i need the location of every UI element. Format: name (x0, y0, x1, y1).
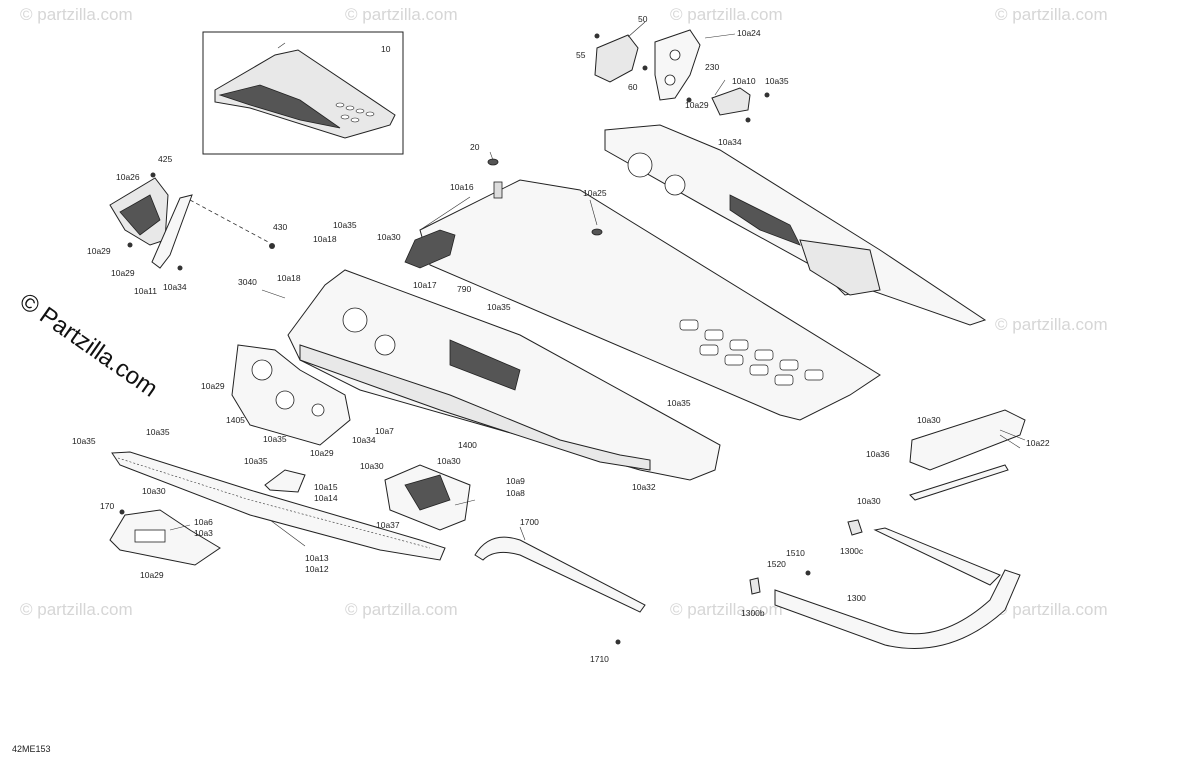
callout-label: 1300 (847, 593, 866, 603)
callout-labels: 50 55 60 10a24 230 10a10 10a35 10a29 10a… (72, 14, 1050, 664)
watermark-large: © Partzilla.com (15, 288, 163, 403)
callout-label: 1405 (226, 415, 245, 425)
callout-label: 55 (576, 50, 586, 60)
callout-label: 10a34 (352, 435, 376, 445)
steering-bracket-group (594, 29, 770, 123)
callout-label: 10a13 (305, 553, 329, 563)
callout-label: 10a32 (632, 482, 656, 492)
footrest-strip (111, 451, 446, 561)
callout-label: 10a14 (314, 493, 338, 503)
callout-label: 1510 (786, 548, 805, 558)
callout-label: 10a35 (146, 427, 170, 437)
watermark: © partzilla.com (995, 600, 1108, 619)
callout-label: 10a11 (134, 286, 157, 296)
callout-label: 1700 (520, 517, 539, 527)
callout-label: 10a7 (375, 426, 394, 436)
callout-label: 50 (638, 14, 648, 24)
callout-label: 10a35 (72, 436, 96, 446)
running-board-1700 (474, 536, 646, 645)
callout-label: 230 (705, 62, 719, 72)
callout-label: 10a29 (111, 268, 135, 278)
callout-label: 1300b (741, 608, 765, 618)
callout-label: 1400 (458, 440, 477, 450)
small-bracket-center (264, 464, 471, 531)
callout-label: 10a30 (437, 456, 461, 466)
callout-label: 10a24 (737, 28, 761, 38)
rear-bumper-1300 (749, 519, 1021, 649)
callout-label: 10a37 (376, 520, 400, 530)
callout-label: 10a29 (140, 570, 164, 580)
watermark: © partzilla.com (345, 600, 458, 619)
callout-label: 10a22 (1026, 438, 1050, 448)
callout-label: 20 (470, 142, 480, 152)
inset-chassis-assembly: 10 (202, 31, 404, 155)
callout-label: 10a30 (917, 415, 941, 425)
callout-label: 10a15 (314, 482, 338, 492)
callout-label: 10a29 (87, 246, 111, 256)
callout-label: 10a30 (142, 486, 166, 496)
watermark: © partzilla.com (670, 5, 783, 24)
callout-label: 10a30 (857, 496, 881, 506)
callout-label: 3040 (238, 277, 257, 287)
tunnel-top-panel (404, 158, 881, 421)
callout-label: 10a9 (506, 476, 525, 486)
callout-label: 1520 (767, 559, 786, 569)
callout-label: 10a6 (194, 517, 213, 527)
leader-lines (169, 21, 1026, 547)
callout-label: 170 (100, 501, 114, 511)
callout-label: 1300c (840, 546, 864, 556)
inset-label: 10 (381, 44, 391, 54)
callout-label: 10a30 (360, 461, 384, 471)
callout-label: 10a35 (333, 220, 357, 230)
callout-label: 10a29 (310, 448, 334, 458)
callout-label: 10a35 (244, 456, 268, 466)
watermark: © partzilla.com (670, 600, 783, 619)
watermark: © partzilla.com (995, 5, 1108, 24)
callout-label: 10a8 (506, 488, 525, 498)
callout-label: 10a34 (163, 282, 187, 292)
watermark: © partzilla.com (345, 5, 458, 24)
callout-label: 10a30 (377, 232, 401, 242)
callout-label: 10a18 (313, 234, 337, 244)
watermark: © partzilla.com (995, 315, 1108, 334)
callout-label: 10a17 (413, 280, 437, 290)
callout-label: 430 (273, 222, 287, 232)
callout-label: 10a35 (487, 302, 511, 312)
callout-label: 10a26 (116, 172, 140, 182)
bumper-mount-plate (109, 509, 221, 566)
callout-label: 10a34 (718, 137, 742, 147)
callout-label: 10a18 (277, 273, 301, 283)
side-plate-left (231, 344, 351, 446)
tunnel-left-side (287, 269, 721, 481)
watermark: © partzilla.com (20, 600, 133, 619)
callout-label: 60 (628, 82, 638, 92)
callout-label: 10a29 (685, 100, 709, 110)
callout-label: 425 (158, 154, 172, 164)
callout-label: 10a16 (450, 182, 474, 192)
drawing-code: 42ME153 (12, 744, 51, 754)
front-bracket-left (109, 172, 275, 271)
callout-label: 10a10 (732, 76, 756, 86)
callout-label: 10a36 (866, 449, 890, 459)
rear-bumper-bar (909, 409, 1026, 501)
callout-label: 10a35 (765, 76, 789, 86)
callout-label: 1710 (590, 654, 609, 664)
watermark: © partzilla.com (20, 5, 133, 24)
callout-label: 10a35 (263, 434, 287, 444)
callout-label: 790 (457, 284, 471, 294)
tunnel-right-side (604, 124, 987, 326)
callout-label: 10a25 (583, 188, 607, 198)
callout-label: 10a35 (667, 398, 691, 408)
callout-label: 10a29 (201, 381, 225, 391)
callout-label: 10a12 (305, 564, 329, 574)
callout-label: 10a3 (194, 528, 213, 538)
